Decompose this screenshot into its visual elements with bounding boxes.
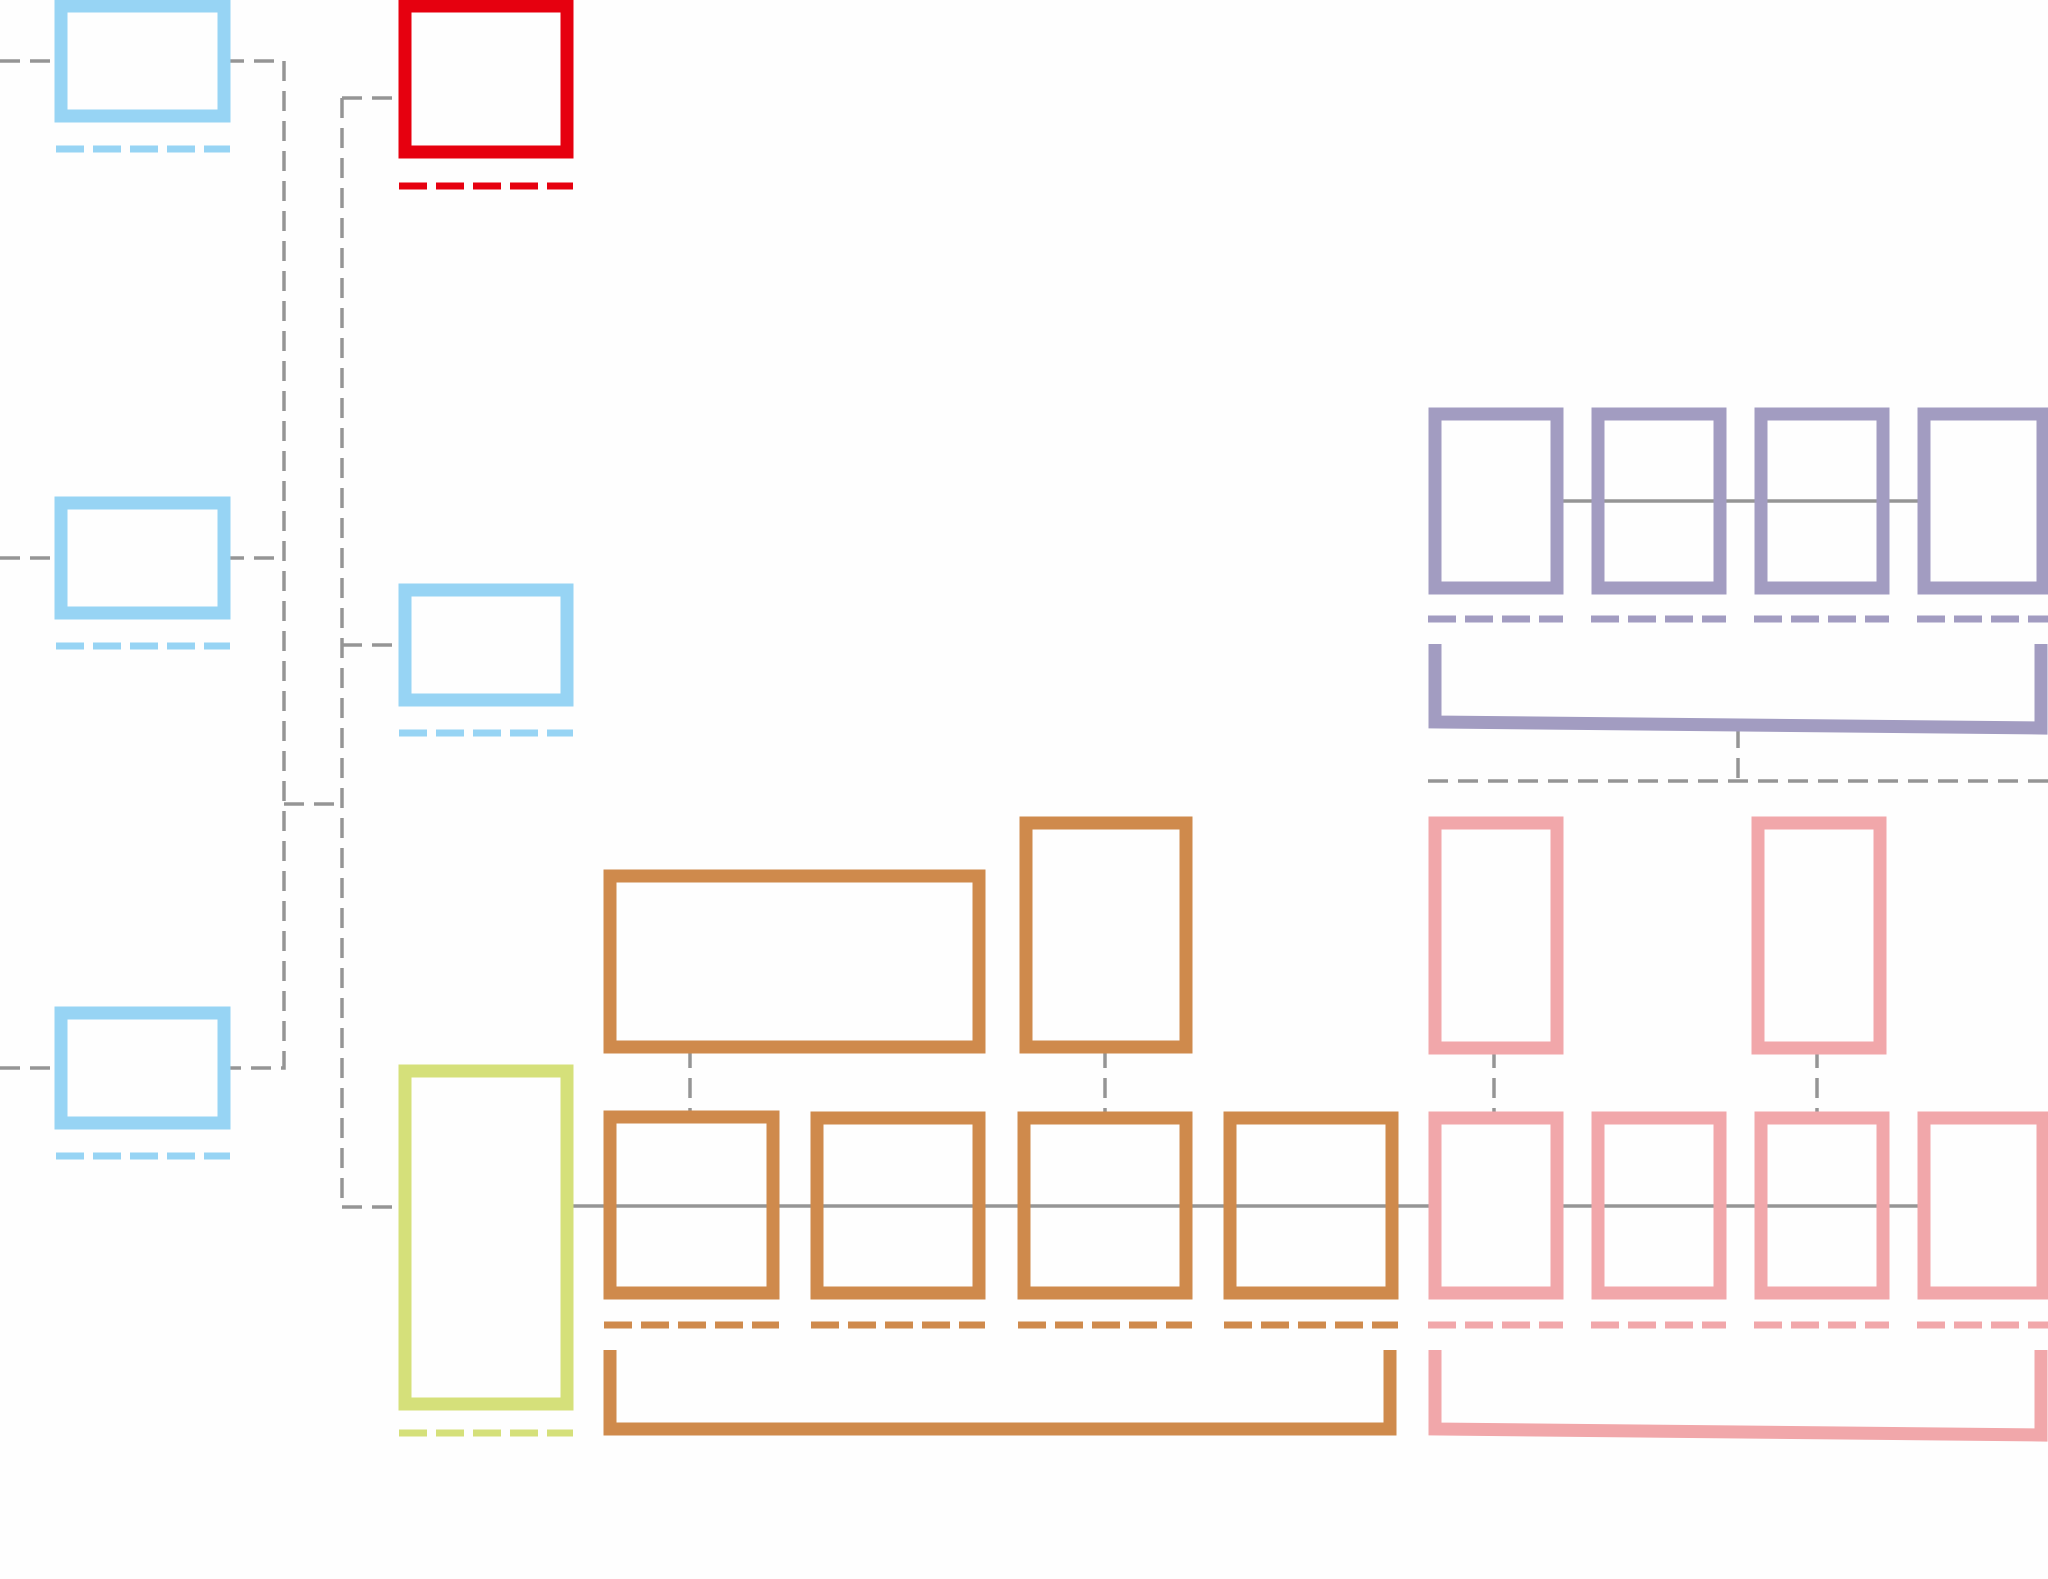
- connector-purple-bracket: [1428, 728, 2048, 783]
- connector-second-column-trunk: [340, 96, 403, 1209]
- node-pink-tall-2: [1751, 816, 1887, 1055]
- row-connectors: [568, 499, 1921, 1208]
- node-blue-left-2: [54, 496, 231, 620]
- node-green-tall: [398, 1064, 574, 1411]
- group-brackets: [603, 644, 2048, 1442]
- tree-connectors: [0, 59, 2048, 1209]
- node-orange-row-4: [1223, 1111, 1399, 1300]
- node-pink-row-3: [1754, 1111, 1890, 1300]
- node-blue-left-1: [54, 0, 231, 123]
- diagram-nodes: [54, 0, 2048, 1411]
- node-orange-row-1: [603, 1110, 780, 1300]
- bracket-pink-group: [1428, 1350, 2048, 1442]
- node-red-top: [398, 0, 574, 159]
- node-blue-mid: [398, 583, 574, 707]
- node-pink-row-1: [1428, 1111, 1564, 1300]
- node-orange-row-2: [810, 1111, 986, 1300]
- node-pink-tall-1: [1428, 816, 1564, 1055]
- node-blue-left-3: [54, 1006, 231, 1130]
- node-orange-row-3: [1017, 1111, 1193, 1300]
- node-purple-row-1: [1428, 407, 1564, 595]
- node-pink-row-2: [1591, 1111, 1727, 1300]
- bracket-purple-group: [1428, 644, 2048, 735]
- bracket-orange-group: [603, 1350, 1397, 1436]
- node-orange-tall-top: [1019, 816, 1193, 1054]
- node-purple-row-3: [1754, 407, 1890, 595]
- node-purple-row-4: [1917, 407, 2048, 595]
- node-orange-wide-top: [603, 869, 986, 1054]
- connector-blue-column-trunk: [224, 59, 342, 1070]
- node-pink-row-4: [1917, 1111, 2048, 1300]
- node-caption-placeholders: [56, 145, 2048, 1437]
- node-purple-row-2: [1591, 407, 1727, 595]
